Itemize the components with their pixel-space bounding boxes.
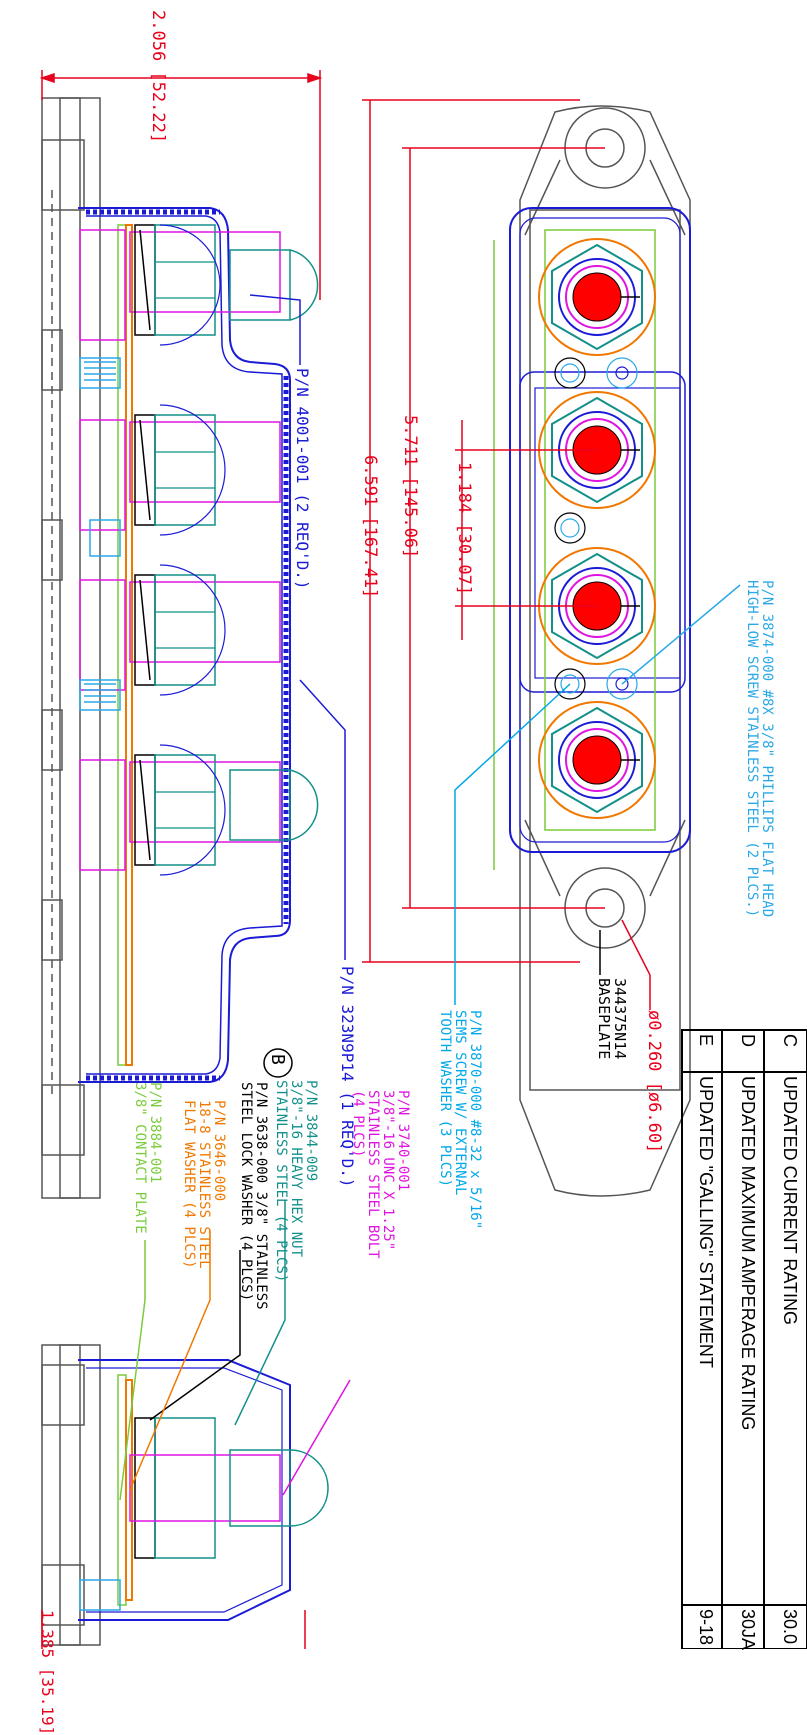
dim-stud-pitch: 1.184 [30.07] — [454, 462, 474, 596]
callout-bolt-line4: (4 PLCS) — [350, 1090, 366, 1158]
revision-row-c: C UPDATED CURRENT RATING 30.0 — [779, 1034, 800, 1644]
stud-assembly-4 — [79, 744, 319, 876]
dim-hole-diameter: ø0.260 [ø6.60] — [644, 1010, 664, 1154]
detail-letter: B — [267, 1054, 288, 1065]
revision-date: 30.0 — [780, 1609, 800, 1645]
callout-plate: P/N 3884-001 3/8" CONTACT PLATE — [132, 1082, 163, 1234]
callout-flat-line1: P/N 3646-000 — [211, 1100, 227, 1202]
leader-lines — [119, 294, 741, 1501]
callout-bolt-line3: STAINLESS STEEL BOLT — [365, 1090, 381, 1259]
callout-bolt-line2: 3/8"-16 UNC X 1.25" — [380, 1090, 396, 1251]
callout-nut-line3: STAINLESS STEEL (4 PLCS) — [273, 1080, 289, 1283]
drawing-canvas — [39, 70, 807, 1649]
sems-screws-side — [79, 357, 121, 711]
dim-hole-spacing: 5.711 [145.06] — [400, 415, 420, 559]
callout-screw-line2: HIGH-LOW SCREW STAINLESS STEEL (2 PLCS.) — [744, 580, 760, 918]
stud-assembly-3 — [79, 564, 281, 696]
callout-flat-line3: FLAT WASHER (4 PLCS) — [181, 1100, 197, 1269]
callout-cover-boot: P/N 4001-001 (2 REQ'D.) — [293, 368, 312, 590]
callout-baseplate-line1: 344375N14 — [611, 978, 629, 1060]
revision-letter: C — [780, 1034, 800, 1047]
revision-row-d: D UPDATED MAXIMUM AMPERAGE RATING 30JA — [737, 1034, 758, 1650]
callout-screw: P/N 3874-000 #8X 3/8" PHILLIPS FLAT HEAD… — [744, 580, 775, 918]
end-view — [41, 1344, 329, 1646]
callout-sems-line3: TOOTH WASHER (3 PLCS) — [437, 1010, 453, 1188]
sems-screws-top — [554, 357, 586, 700]
callout-bolt-line1: P/N 3740-001 — [395, 1090, 411, 1192]
revision-table — [681, 1029, 807, 1649]
callout-baseplate-line2: BASEPLATE — [595, 978, 613, 1060]
stud-top-4 — [538, 701, 656, 819]
flat-head-screws-top — [606, 357, 638, 700]
callout-sems: P/N 3870-000 #8-32 x 5/16" SEMS SCREW W/… — [437, 1010, 483, 1230]
cover-side — [78, 207, 291, 1083]
baseplate-side — [41, 97, 101, 1199]
cover-top — [509, 207, 691, 853]
dim-overall-length: 6.591 [167.41] — [360, 455, 380, 599]
callout-plate-line1: P/N 3884-001 — [147, 1082, 163, 1184]
callout-nut-line1: P/N 3844-009 — [303, 1080, 319, 1182]
revision-description: UPDATED "GALLING" STATEMENT — [696, 1076, 716, 1368]
revision-row-e: E UPDATED "GALLING" STATEMENT 9-18 — [695, 1034, 716, 1645]
callout-sems-line2: SEMS SCREW W/ EXTERNAL — [452, 1010, 468, 1196]
callout-nut-line2: 3/8"-16 HEAVY HEX NUT — [288, 1080, 304, 1258]
callout-flat-line2: 18-8 STAINLESS STEEL — [196, 1100, 212, 1269]
stud-assembly-1 — [79, 224, 319, 346]
side-view — [41, 97, 319, 1199]
revision-date: 9-18 — [696, 1609, 716, 1646]
dimension-lines — [39, 70, 651, 1649]
callout-baseplate: 344375N14 BASEPLATE — [595, 978, 629, 1060]
revision-letter: D — [738, 1034, 758, 1047]
callout-sems-line1: P/N 3870-000 #8-32 x 5/16" — [467, 1010, 483, 1230]
dim-end-height: 1.385 [35.19] — [38, 1610, 57, 1735]
revision-description: UPDATED MAXIMUM AMPERAGE RATING — [738, 1076, 758, 1431]
callout-lock-line2: STEEL LOCK WASHER (4 PLCS) — [238, 1082, 254, 1302]
revision-description: UPDATED CURRENT RATING — [780, 1076, 800, 1326]
stud-top-1 — [538, 238, 656, 356]
revision-date: 30JA — [738, 1609, 758, 1651]
callout-flat: P/N 3646-000 18-8 STAINLESS STEEL FLAT W… — [181, 1100, 227, 1269]
callout-bolt: P/N 3740-001 3/8"-16 UNC X 1.25" STAINLE… — [350, 1090, 411, 1259]
detail-b-circle — [263, 1048, 293, 1078]
revision-letter: E — [696, 1034, 716, 1047]
callout-nut: P/N 3844-009 3/8"-16 HEAVY HEX NUT STAIN… — [273, 1080, 319, 1283]
callout-screw-line1: P/N 3874-000 #8X 3/8" PHILLIPS FLAT HEAD — [759, 580, 775, 918]
callout-lock: P/N 3638-000 3/8" STAINLESS STEEL LOCK W… — [238, 1082, 269, 1310]
contact-plate-top — [544, 229, 656, 831]
stud-assembly-2 — [79, 404, 281, 536]
dim-overall-height: 2.056 [52.22] — [148, 10, 168, 144]
callout-plate-line2: 3/8" CONTACT PLATE — [132, 1082, 148, 1234]
stud-assemblies-side — [79, 224, 319, 876]
callout-lock-line1: P/N 3638-000 3/8" STAINLESS — [253, 1082, 269, 1310]
labels: 2.056 [52.22] 6.591 [167.41] 5.711 [145.… — [38, 10, 800, 1735]
